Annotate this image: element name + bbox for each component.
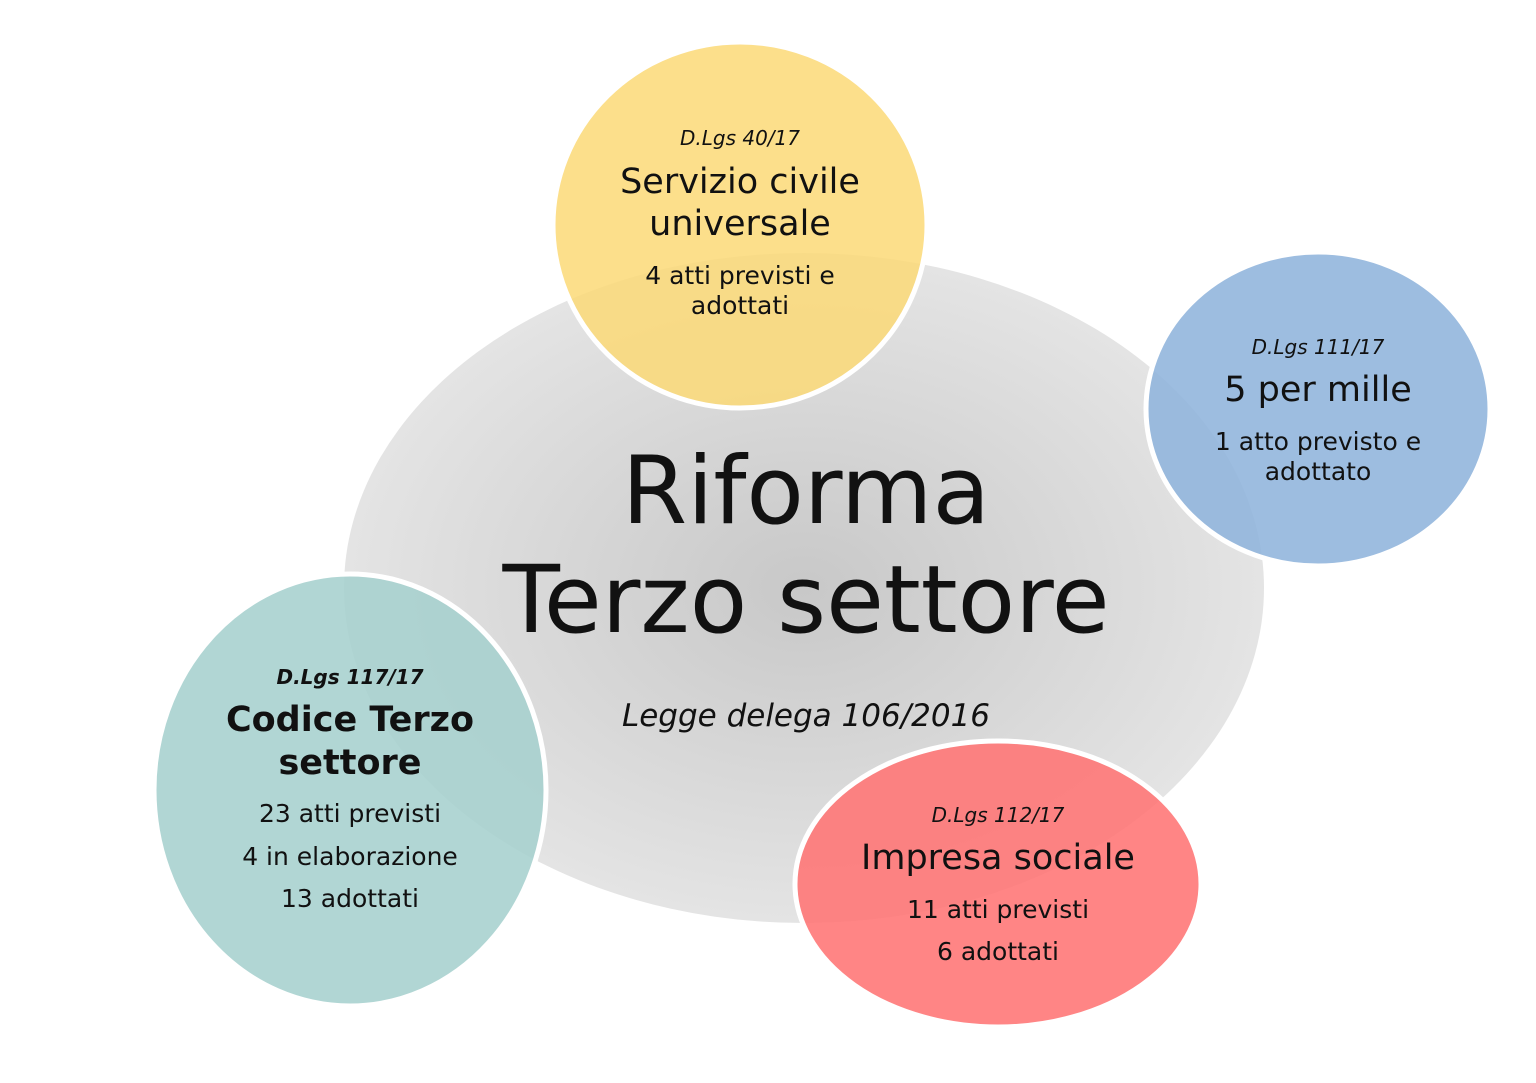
bubble-impresa — [792, 738, 1204, 1030]
impresa-info1: 11 atti previsti — [907, 895, 1089, 924]
servizio-code: D.Lgs 40/17 — [680, 126, 800, 150]
impresa-info2: 6 adottati — [937, 937, 1059, 966]
servizio-info2: adottati — [691, 291, 789, 320]
servizio-title2: universale — [649, 204, 831, 244]
center-title-line2: Terzo settore — [501, 546, 1109, 655]
codice-title1: Codice Terzo — [226, 700, 474, 740]
permille-info1: 1 atto previsto e — [1215, 427, 1421, 456]
codice-info2: 4 in elaborazione — [242, 842, 458, 871]
bubble-codice — [151, 571, 549, 1009]
permille-code: D.Lgs 111/17 — [1252, 335, 1385, 359]
codice-info3: 13 adottati — [281, 884, 419, 913]
servizio-info1: 4 atti previsti e — [645, 261, 835, 290]
bubble-permille — [1143, 249, 1493, 569]
center-subtitle: Legge delega 106/2016 — [622, 698, 990, 734]
servizio-title1: Servizio civile — [620, 162, 860, 202]
codice-info1: 23 atti previsti — [259, 799, 441, 828]
impresa-code: D.Lgs 112/17 — [932, 803, 1065, 827]
codice-title2: settore — [278, 743, 421, 783]
bubble-servizio — [550, 39, 930, 411]
center-title-line1: Riforma — [622, 437, 990, 546]
codice-code: D.Lgs 117/17 — [276, 665, 423, 689]
permille-title1: 5 per mille — [1224, 370, 1411, 410]
impresa-title1: Impresa sociale — [861, 838, 1135, 878]
permille-info2: adottato — [1265, 457, 1372, 486]
